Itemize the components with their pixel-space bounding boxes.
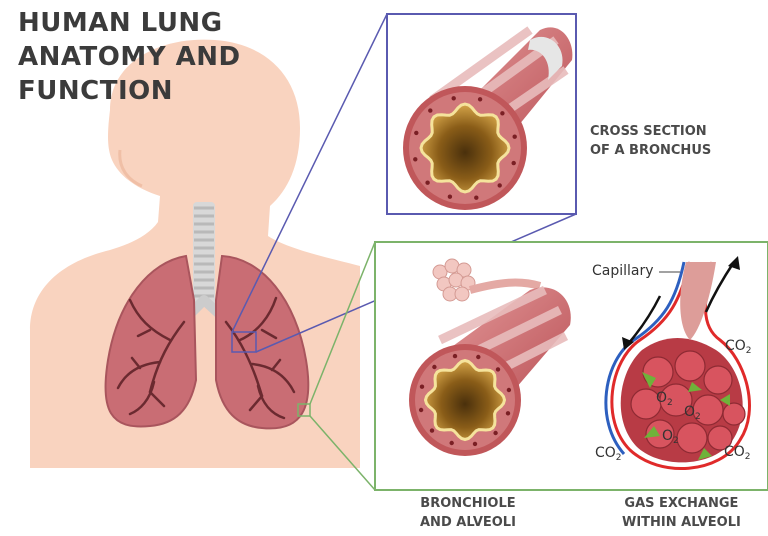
- wall-gland-dot: [432, 365, 436, 369]
- gas-exchange-caption-line-2: WITHIN ALVEOLI: [622, 513, 741, 532]
- wall-gland-dot: [478, 97, 482, 101]
- bronchiole-gas-exchange-panel: Capillary CO2 CO2 CO2 O2 O2 O2: [375, 242, 768, 490]
- wall-gland-dot: [419, 408, 423, 412]
- wall-gland-dot: [473, 442, 477, 446]
- wall-gland-dot: [452, 96, 456, 100]
- page-title: HUMAN LUNG ANATOMY AND FUNCTION: [18, 6, 241, 108]
- wall-gland-dot: [507, 388, 511, 392]
- wall-gland-dot: [430, 428, 434, 432]
- title-line-3: FUNCTION: [18, 74, 241, 108]
- wall-gland-dot: [428, 108, 432, 112]
- wall-gland-dot: [413, 157, 417, 161]
- wall-gland-dot: [474, 196, 478, 200]
- title-line-2: ANATOMY AND: [18, 40, 241, 74]
- title-line-1: HUMAN LUNG: [18, 6, 241, 40]
- wall-gland-dot: [450, 441, 454, 445]
- bronchus-caption: CROSS SECTION OF A BRONCHUS: [590, 122, 711, 160]
- wall-gland-dot: [448, 195, 452, 199]
- wall-gland-dot: [425, 181, 429, 185]
- bronchiole-caption: BRONCHIOLE AND ALVEOLI: [420, 494, 516, 532]
- wall-gland-dot: [476, 355, 480, 359]
- wall-gland-dot: [498, 183, 502, 187]
- wall-gland-dot: [506, 411, 510, 415]
- bronchus-cross-section-panel: [387, 14, 576, 214]
- wall-gland-dot: [420, 385, 424, 389]
- bronchiole-caption-line-2: AND ALVEOLI: [420, 513, 516, 532]
- bronchus-caption-line-2: OF A BRONCHUS: [590, 141, 711, 160]
- gas-exchange-caption: GAS EXCHANGE WITHIN ALVEOLI: [622, 494, 741, 532]
- bronchus-caption-line-1: CROSS SECTION: [590, 122, 711, 141]
- gas-exchange-caption-line-1: GAS EXCHANGE: [622, 494, 741, 513]
- wall-gland-dot: [513, 135, 517, 139]
- wall-gland-dot: [493, 431, 497, 435]
- wall-gland-dot: [414, 131, 418, 135]
- bronchiole-caption-line-1: BRONCHIOLE: [420, 494, 516, 513]
- capillary-label: Capillary: [592, 263, 654, 279]
- wall-gland-dot: [500, 111, 504, 115]
- wall-gland-dot: [453, 354, 457, 358]
- wall-gland-dot: [496, 367, 500, 371]
- wall-gland-dot: [512, 161, 516, 165]
